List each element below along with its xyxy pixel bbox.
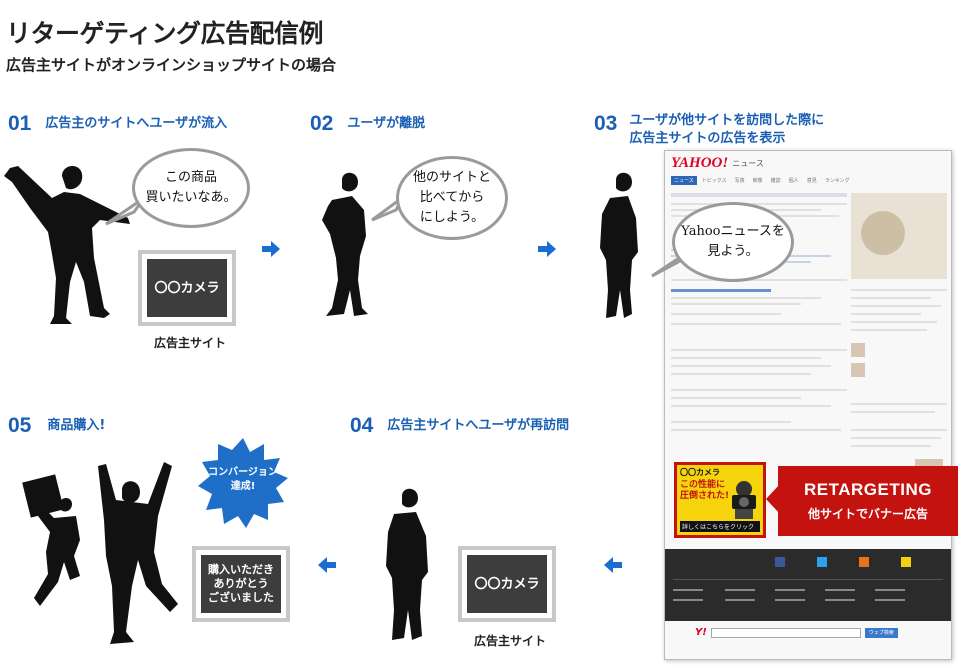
conversion-burst-badge <box>198 438 288 528</box>
yahoo-section: ニュース <box>732 159 764 168</box>
callout-pointer <box>766 484 780 514</box>
arrow-left-icon-2 <box>318 557 336 573</box>
advertiser-site-caption-1: 広告主サイト <box>154 336 227 350</box>
person-silhouette-standing <box>600 172 638 318</box>
camera-banner-ad[interactable]: 〇〇カメラ この性能に 圧倒された! 詳しくはこちらをクリック <box>674 462 766 538</box>
retargeting-callout: RETARGETING 他サイトでバナー広告 <box>778 466 958 536</box>
step-01-number: 01 <box>8 112 32 135</box>
yahoo-nav: ニュース トピックス 写真 映像 雑誌 個人 意見 ランキング <box>665 176 951 185</box>
camera-person-icon <box>732 481 756 519</box>
arrow-right-icon-1 <box>262 241 280 257</box>
yahoo-nav-item[interactable]: ニュース <box>671 176 697 185</box>
yahoo-logo: YAHOO! <box>671 155 729 171</box>
screen-label-2: 〇〇カメラ <box>467 555 547 613</box>
people-silhouette-celebrating <box>22 462 178 644</box>
yahoo-search-button[interactable]: ウェブ検索 <box>864 627 898 638</box>
speech-bubble-step3: Yahooニュースを 見よう。 <box>672 202 794 282</box>
yahoo-nav-item[interactable]: 雑誌 <box>770 178 781 184</box>
yahoo-nav-item[interactable]: 映像 <box>752 178 763 184</box>
conversion-label: コンバージョン 達成! <box>208 467 278 492</box>
step-02-number: 02 <box>310 112 334 135</box>
advertiser-site-screen-1: 〇〇カメラ <box>138 250 236 326</box>
retargeting-subtitle: 他サイトでバナー広告 <box>807 507 928 521</box>
yahoo-footer-icons <box>673 557 943 601</box>
step-03-header: 03 ユーザが他サイトを訪問した際に 広告主サイトの広告を表示 <box>594 112 824 148</box>
speech-bubble-step1: この商品 買いたいなあ。 <box>132 148 250 228</box>
step-02-label: ユーザが離脱 <box>347 116 426 131</box>
advertiser-site-caption-2: 広告主サイト <box>474 634 547 648</box>
yahoo-search-bar: Y! ウェブ検索 <box>695 627 898 638</box>
step-04-header: 04 広告主サイトへユーザが再訪問 <box>350 414 569 438</box>
step-01-label: 広告主のサイトへユーザが流入 <box>45 116 228 131</box>
thank-you-message: 購入いただき ありがとう ございました <box>201 555 281 613</box>
screen-label-1: 〇〇カメラ <box>147 259 227 317</box>
arrow-left-icon-1 <box>604 557 622 573</box>
step-05-header: 05 商品購入! <box>8 414 105 438</box>
step-03-label: ユーザが他サイトを訪問した際に 広告主サイトの広告を表示 <box>629 113 825 146</box>
yahoo-nav-item[interactable]: ランキング <box>824 178 850 184</box>
page-title: リターゲティング広告配信例 <box>6 19 324 48</box>
step-03-number: 03 <box>594 112 618 135</box>
yahoo-header: YAHOO! ニュース <box>665 151 951 176</box>
page-subtitle: 広告主サイトがオンラインショップサイトの場合 <box>6 56 337 74</box>
step-05-number: 05 <box>8 414 32 437</box>
person-silhouette-thinking <box>322 172 368 316</box>
advertiser-site-screen-2: 〇〇カメラ <box>458 546 556 622</box>
yahoo-footer-dark <box>665 549 951 621</box>
step-05-label: 商品購入! <box>47 418 106 433</box>
step-04-number: 04 <box>350 414 374 437</box>
yahoo-nav-item[interactable]: 個人 <box>788 178 799 184</box>
retargeting-title: RETARGETING <box>804 480 932 499</box>
banner-headline: この性能に 圧倒された! <box>680 480 730 501</box>
arrow-right-icon-2 <box>538 241 556 257</box>
step-04-label: 広告主サイトへユーザが再訪問 <box>387 418 570 433</box>
yahoo-nav-item[interactable]: 写真 <box>734 178 745 184</box>
yahoo-search-logo: Y! <box>695 627 707 638</box>
yahoo-nav-item[interactable]: 意見 <box>806 178 817 184</box>
step-01-header: 01 広告主のサイトへユーザが流入 <box>8 112 227 136</box>
yahoo-content-lines <box>671 193 947 481</box>
banner-brand: 〇〇カメラ <box>680 468 720 477</box>
person-silhouette-arms-spread <box>4 165 130 324</box>
banner-cta[interactable]: 詳しくはこちらをクリック <box>680 521 760 532</box>
thank-you-screen: 購入いただき ありがとう ございました <box>192 546 290 622</box>
yahoo-nav-item[interactable]: トピックス <box>701 178 727 184</box>
yahoo-search-input[interactable] <box>710 627 861 638</box>
step-02-header: 02 ユーザが離脱 <box>310 112 425 136</box>
person-silhouette-returning <box>386 488 428 640</box>
speech-bubble-step2: 他のサイトと 比べてから にしよう。 <box>396 156 508 240</box>
